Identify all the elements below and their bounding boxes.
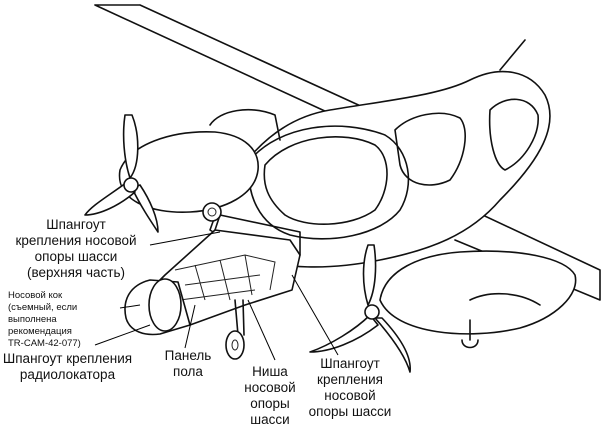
left-wing: [94, 4, 366, 119]
left-nacelle-detail: [209, 109, 281, 141]
label-frame-radar: Шпангоут крепления радиолокатора: [2, 351, 133, 382]
right-nacelle-detail: [469, 292, 541, 306]
left-spinner: [123, 177, 139, 193]
label-frame-nose-gear-upper: Шпангоут крепления носовой опоры шасси (…: [15, 217, 137, 280]
label-nose-cone: Носовой кок (съемный, если выполнена рек…: [8, 290, 81, 349]
leader-nose-cone: [119, 304, 141, 309]
nose-cone-rim: [148, 278, 182, 332]
right-nacelle: [379, 250, 577, 335]
antenna: [499, 39, 526, 71]
leader-floor-panel: [184, 304, 196, 349]
label-floor-panel: Панель пола: [164, 348, 212, 379]
label-frame-nose-gear: Шпангоут крепления носовой опоры шасси: [308, 356, 392, 419]
nose-wheel: [225, 330, 245, 360]
nose-gear-strut: [234, 299, 245, 336]
right-main-gear: [461, 319, 479, 349]
right-spinner: [364, 304, 380, 320]
nose-wheel-hub: [231, 339, 239, 351]
leader-frame-nose-gear: [291, 274, 339, 356]
leader-nose-gear-well: [247, 299, 276, 361]
windshield: [263, 136, 388, 225]
label-nose-gear-well: Ниша носовой опоры шасси: [244, 364, 296, 427]
leader-frame-nose-gear-upper: [149, 231, 221, 246]
side-window: [394, 112, 466, 186]
canopy-frame: [248, 125, 410, 240]
nose-internal-structure: [174, 254, 276, 301]
intake-ring: [202, 202, 222, 222]
fuselage: [209, 70, 551, 268]
intake-inner: [207, 207, 217, 217]
rear-window: [488, 98, 539, 171]
right-propeller: [309, 244, 411, 373]
nose-frame-upper: [214, 214, 301, 256]
leader-frame-radar: [94, 324, 151, 346]
